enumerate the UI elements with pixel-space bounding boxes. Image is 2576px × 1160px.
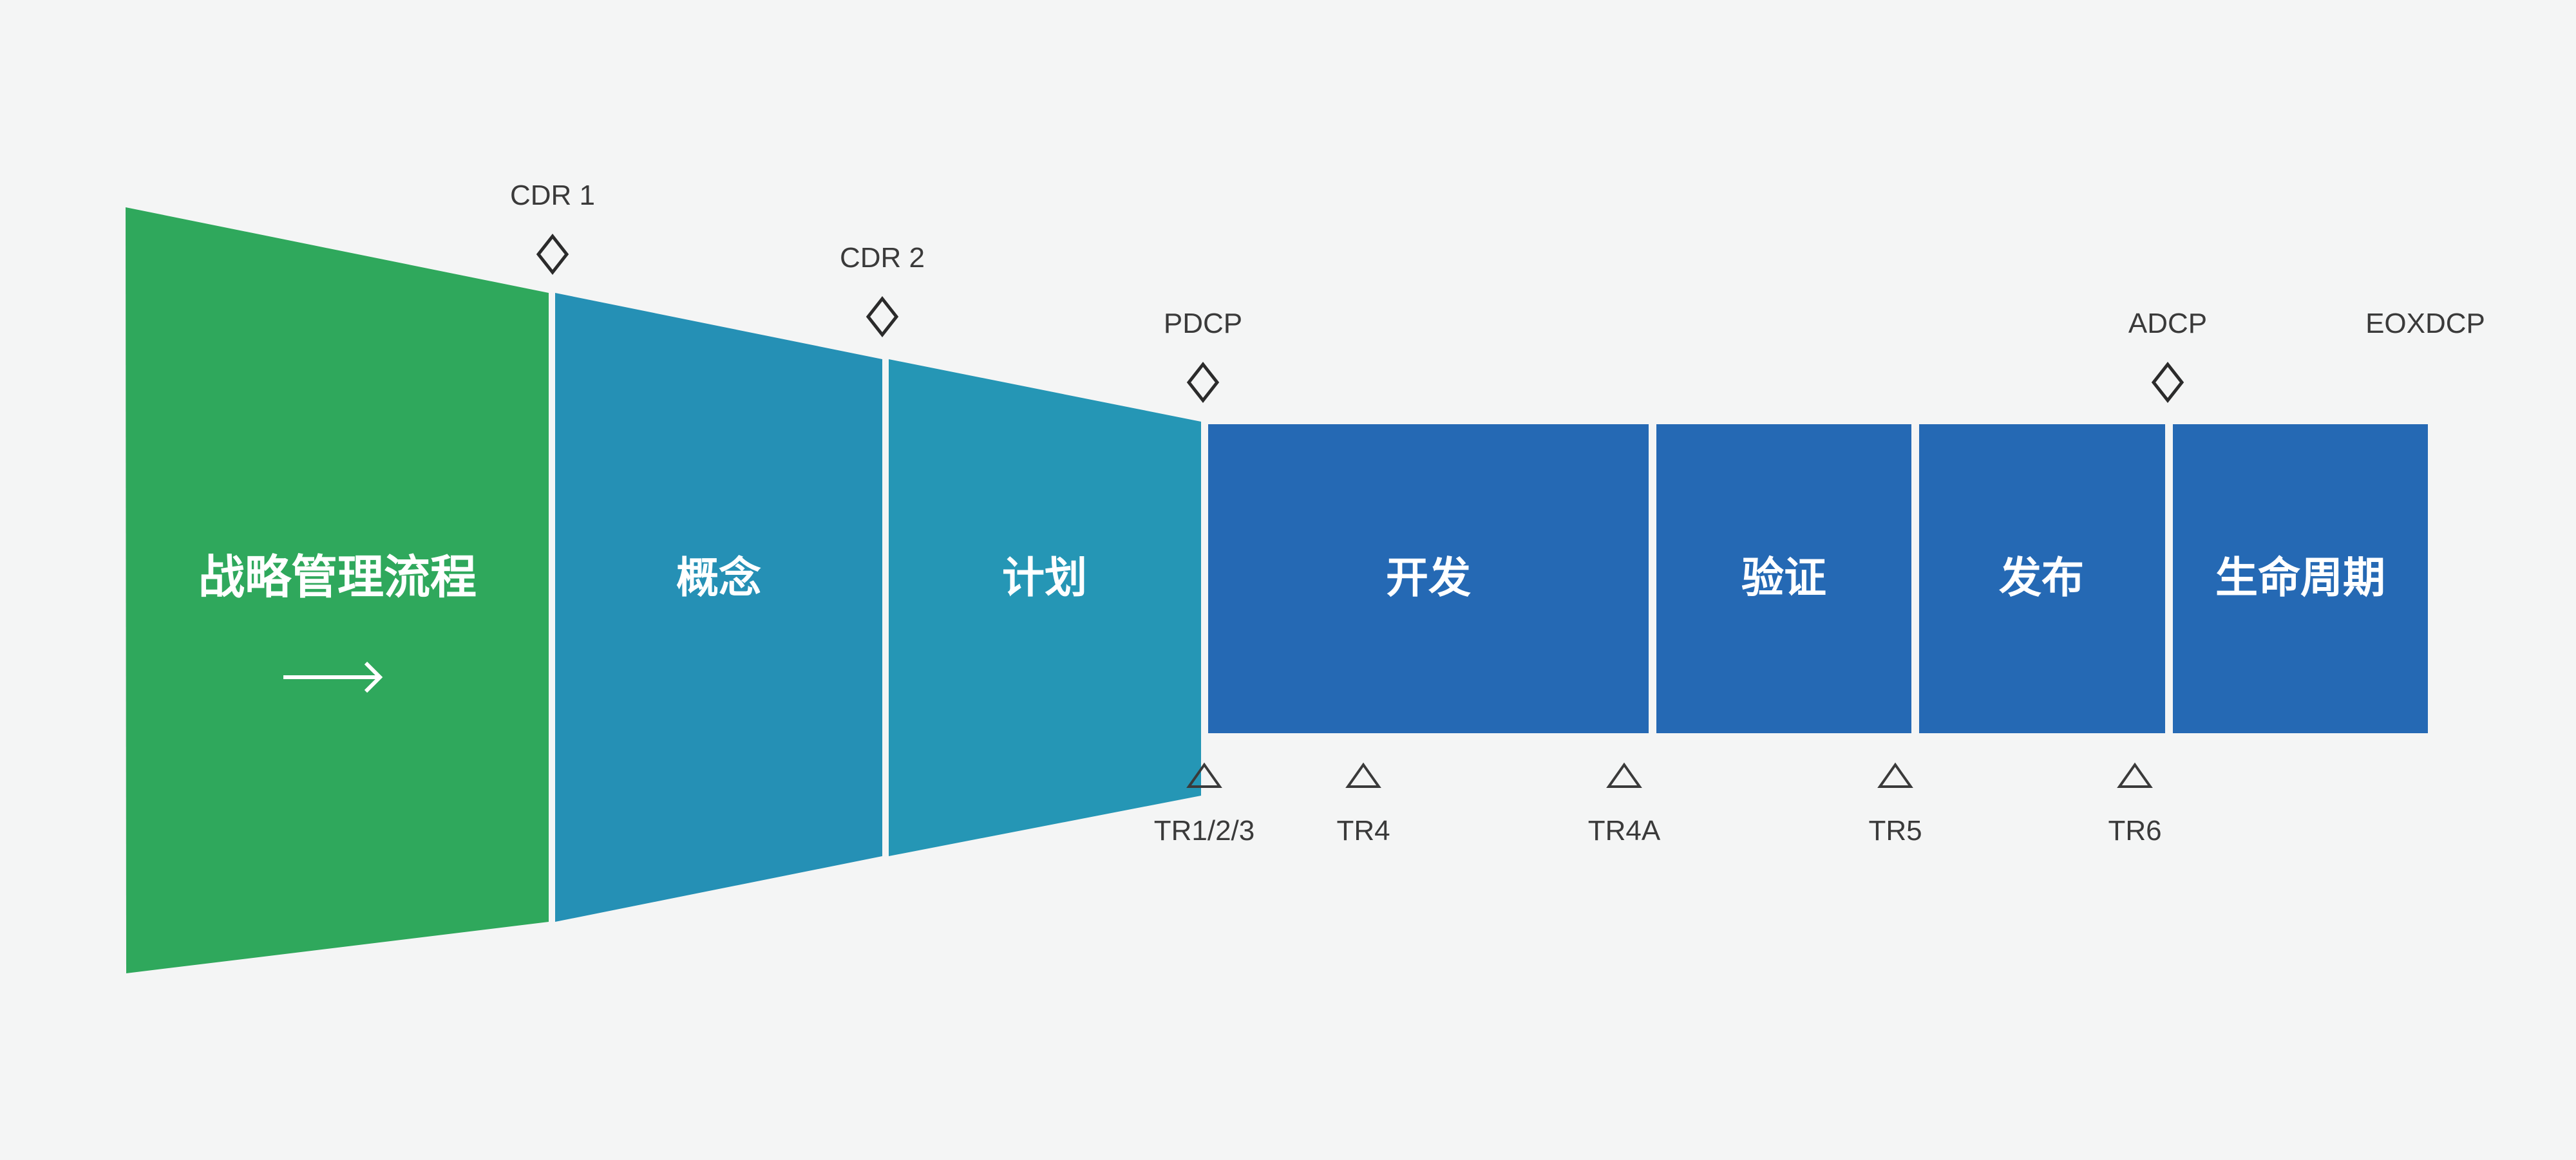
gate-label-adcp: ADCP bbox=[2128, 308, 2207, 339]
triangle-icon-tr5 bbox=[1877, 762, 1913, 788]
gate-label-tr5: TR5 bbox=[1868, 815, 1922, 847]
phase-development[interactable]: 开发 bbox=[1208, 424, 1649, 733]
gate-label-pdcp: PDCP bbox=[1164, 308, 1242, 339]
phase-shape-plan[interactable] bbox=[889, 359, 1201, 856]
phase-label-concept: 概念 bbox=[676, 553, 761, 603]
gate-tr4a[interactable]: TR4A bbox=[1588, 762, 1661, 847]
phase-strategy[interactable]: 战略管理流程 bbox=[126, 207, 549, 973]
phase-label-lifecycle: 生命周期 bbox=[2215, 553, 2385, 603]
diamond-icon-cdr1 bbox=[536, 233, 569, 276]
phase-shape-lifecycle[interactable] bbox=[2173, 424, 2428, 733]
gate-tr4[interactable]: TR4 bbox=[1336, 762, 1390, 847]
phase-label-strategy: 战略管理流程 bbox=[198, 550, 477, 604]
gate-label-eoxdcp: EOXDCP bbox=[2365, 308, 2485, 339]
diamond-icon-cdr2 bbox=[866, 295, 899, 338]
phases-layer: 战略管理流程 概念 计划 开发 验证 发布 生命周期 bbox=[126, 207, 2428, 973]
gate-label-tr123: TR1/2/3 bbox=[1154, 815, 1255, 847]
phase-verification[interactable]: 验证 bbox=[1656, 424, 1911, 733]
phase-label-verification: 验证 bbox=[1741, 553, 1826, 603]
top-gates-layer: CDR 1 CDR 2 PDCP ADCP EOXDCP bbox=[510, 180, 2485, 404]
phase-shape-release[interactable] bbox=[1919, 424, 2165, 733]
gate-eoxdcp[interactable]: EOXDCP bbox=[2365, 308, 2485, 339]
triangle-icon-tr6 bbox=[2117, 762, 2153, 788]
gate-cdr2[interactable]: CDR 2 bbox=[840, 242, 925, 338]
triangle-icon-tr123 bbox=[1186, 762, 1222, 788]
diamond-icon-adcp bbox=[2151, 361, 2184, 404]
phase-shape-strategy[interactable] bbox=[126, 207, 549, 973]
arrow-right-icon bbox=[283, 661, 383, 693]
triangle-icon-tr4a bbox=[1606, 762, 1642, 788]
phase-label-plan: 计划 bbox=[1002, 553, 1087, 603]
phase-concept[interactable]: 概念 bbox=[555, 293, 882, 922]
gate-label-cdr1: CDR 1 bbox=[510, 180, 595, 211]
gate-cdr1[interactable]: CDR 1 bbox=[510, 180, 595, 276]
gate-tr5[interactable]: TR5 bbox=[1868, 762, 1922, 847]
gate-label-tr4: TR4 bbox=[1336, 815, 1390, 847]
gate-tr6[interactable]: TR6 bbox=[2108, 762, 2162, 847]
phase-lifecycle[interactable]: 生命周期 bbox=[2173, 424, 2428, 733]
phase-shape-verification[interactable] bbox=[1656, 424, 1911, 733]
phase-shape-concept[interactable] bbox=[555, 293, 882, 922]
phase-shape-development[interactable] bbox=[1208, 424, 1649, 733]
gate-label-tr6: TR6 bbox=[2108, 815, 2161, 847]
gate-pdcp[interactable]: PDCP bbox=[1164, 308, 1242, 404]
gate-label-cdr2: CDR 2 bbox=[840, 242, 925, 274]
diamond-icon-pdcp bbox=[1186, 361, 1220, 404]
phase-label-development: 开发 bbox=[1386, 553, 1471, 603]
gate-adcp[interactable]: ADCP bbox=[2128, 308, 2207, 404]
phase-label-release: 发布 bbox=[1999, 553, 2084, 603]
triangle-icon-tr4 bbox=[1345, 762, 1381, 788]
gate-label-tr4a: TR4A bbox=[1588, 815, 1661, 847]
phase-plan[interactable]: 计划 bbox=[889, 359, 1201, 856]
bottom-gates-layer: TR1/2/3 TR4 TR4A TR5 TR6 bbox=[1154, 762, 2162, 847]
gate-tr123[interactable]: TR1/2/3 bbox=[1154, 762, 1255, 847]
phase-release[interactable]: 发布 bbox=[1919, 424, 2165, 733]
